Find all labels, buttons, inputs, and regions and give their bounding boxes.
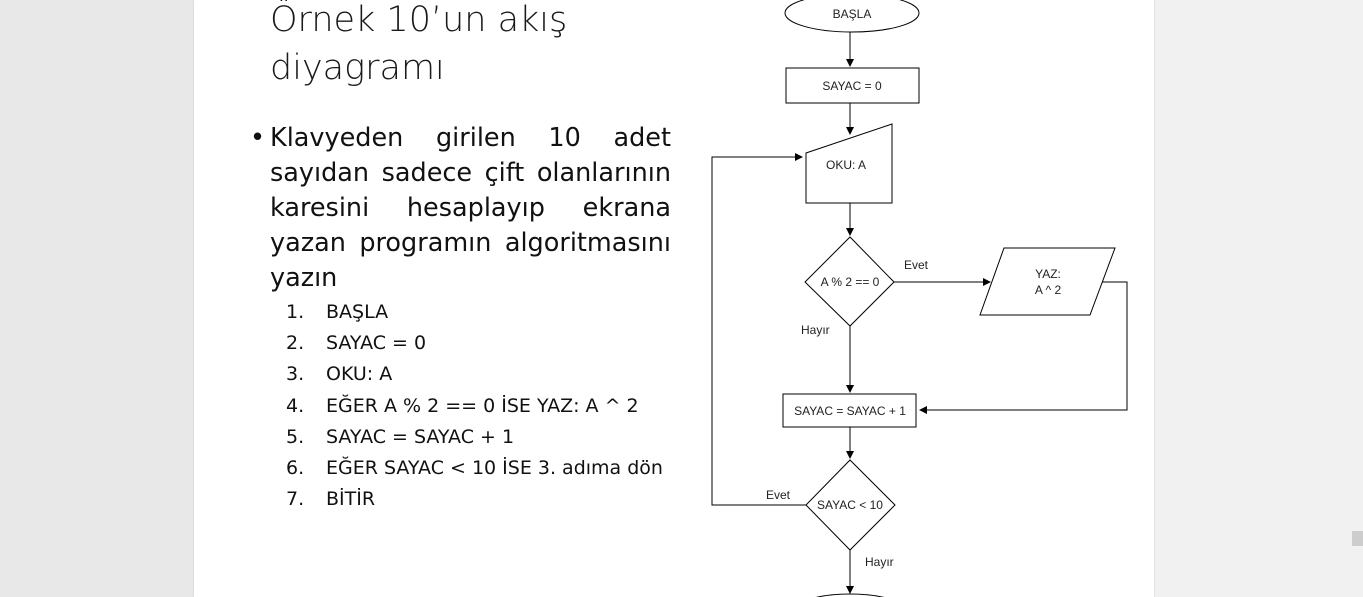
exit-no-label: Hayır xyxy=(865,555,894,569)
step-item: 2. SAYAC = 0 xyxy=(286,328,663,359)
start-terminator xyxy=(784,0,920,33)
increment-label: SAYAC = SAYAC + 1 xyxy=(794,404,906,418)
step-number: 5. xyxy=(286,425,305,448)
step-item: 3. OKU: A xyxy=(286,359,663,390)
start-label: BAŞLA xyxy=(833,7,872,21)
step-text: SAYAC = SAYAC + 1 xyxy=(326,425,515,448)
step-text: EĞER SAYAC < 10 İSE 3. adıma dön xyxy=(326,456,663,479)
step-item: 5. SAYAC = SAYAC + 1 xyxy=(286,422,663,453)
slide-title: Örnek 10’un akış diyagramı xyxy=(270,0,568,88)
increment-process-box xyxy=(782,393,917,428)
no-label: Hayır xyxy=(801,323,830,337)
flow-loop-arrow xyxy=(711,153,806,506)
bullet-dot: • xyxy=(250,123,266,153)
output-label-line1: YAZ: xyxy=(1035,267,1061,281)
yes-label: Evet xyxy=(904,258,929,272)
step-item: 1. BAŞLA xyxy=(286,297,663,328)
input-label: OKU: A xyxy=(826,158,866,172)
flow-arrow xyxy=(919,281,1128,414)
step-number: 1. xyxy=(286,301,305,323)
step-item: 4. EĞER A % 2 == 0 İSE YAZ: A ^ 2 xyxy=(286,391,663,422)
slide: Örnek 10’un akış diyagramı • Klavyeden g… xyxy=(194,0,1154,597)
flowchart: BAŞLA SAYAC = 0 OKU: A A % 2 == 0 Evet H… xyxy=(711,0,1128,597)
decision-counter xyxy=(805,459,896,551)
step-text: BAŞLA xyxy=(326,301,389,323)
step-text: SAYAC = 0 xyxy=(326,332,427,355)
decision-even xyxy=(804,236,895,327)
step-number: 3. xyxy=(286,363,305,386)
init-label: SAYAC = 0 xyxy=(822,79,882,93)
input-shape xyxy=(805,123,893,204)
step-number: 7. xyxy=(286,488,305,511)
step-text: OKU: A xyxy=(326,363,393,386)
init-process-box xyxy=(785,67,920,104)
step-number: 4. xyxy=(286,394,305,417)
decision-counter-label: SAYAC < 10 xyxy=(817,498,883,512)
step-item: 7. BİTİR xyxy=(286,484,663,515)
step-number: 6. xyxy=(286,456,305,479)
scrollbar-thumb[interactable] xyxy=(1352,531,1363,546)
end-terminator xyxy=(815,593,885,597)
decision-even-label: A % 2 == 0 xyxy=(821,275,880,289)
algorithm-steps: 1. BAŞLA 2. SAYAC = 0 3. OKU: A 4. EĞER A % … xyxy=(286,297,663,515)
viewer-background xyxy=(1154,0,1363,597)
step-number: 2. xyxy=(286,332,305,355)
output-parallelogram xyxy=(979,247,1116,316)
step-text: BİTİR xyxy=(326,488,376,511)
step-item: 6. EĞER SAYAC < 10 İSE 3. adıma dön xyxy=(286,453,663,484)
step-text: EĞER A % 2 == 0 İSE YAZ: A ^ 2 xyxy=(326,394,639,417)
bullet-text: Klavyeden girilen 10 adet sayıdan sadece… xyxy=(270,123,671,293)
output-label-line2: A ^ 2 xyxy=(1035,283,1062,297)
loop-yes-label: Evet xyxy=(766,488,791,502)
